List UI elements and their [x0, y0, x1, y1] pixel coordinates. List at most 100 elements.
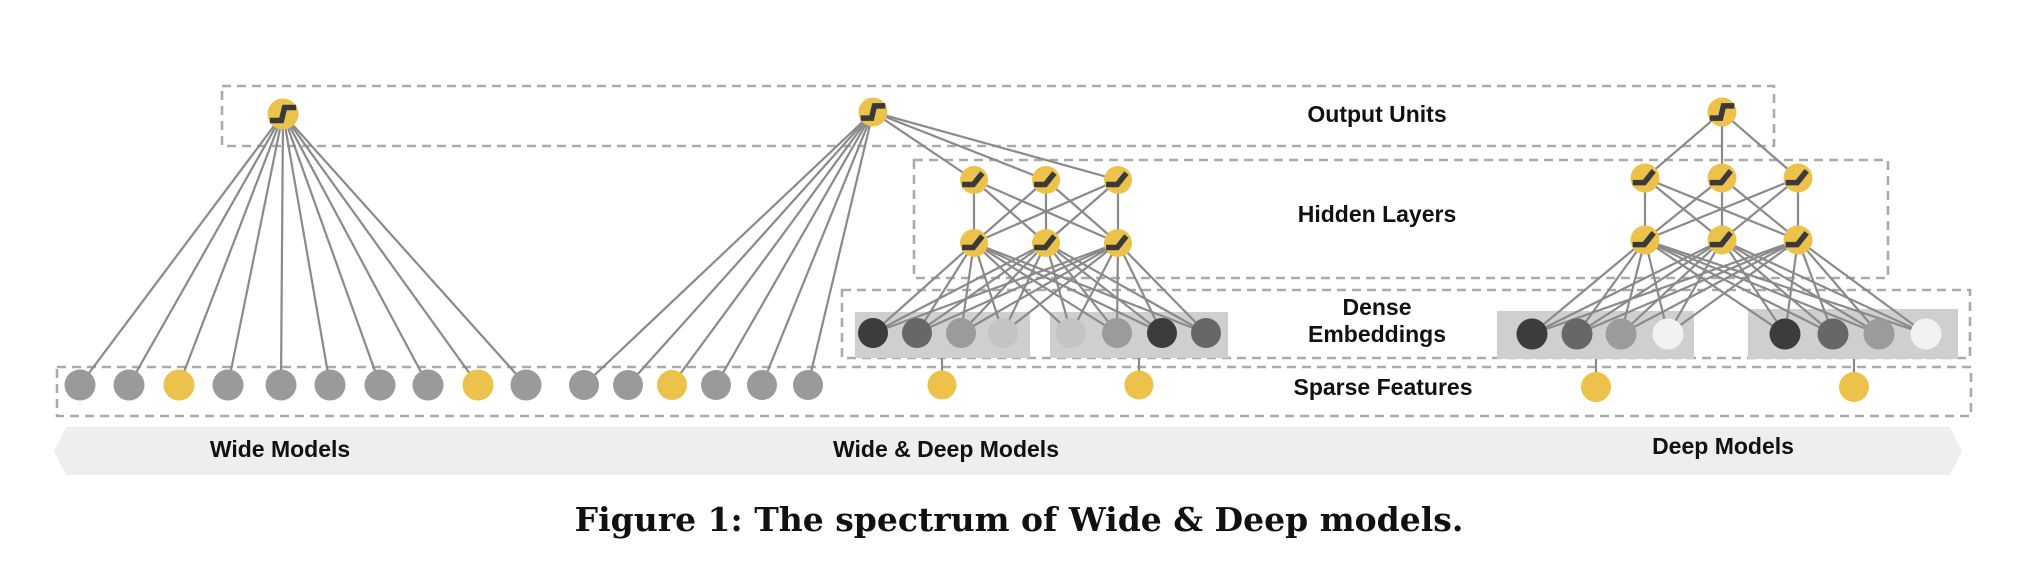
connection-line — [1045, 242, 1207, 334]
network-nodes — [64, 97, 1942, 402]
sparse-feature-node — [212, 369, 244, 401]
wide-models-label: Wide Models — [210, 436, 350, 462]
sparse-features-box — [55, 365, 1973, 418]
dense-embedding-node — [1863, 318, 1895, 350]
connection-line — [1797, 239, 1880, 335]
connection-line — [959, 242, 976, 334]
connection-line — [872, 111, 975, 181]
connection-line — [1002, 242, 1047, 334]
hidden-unit — [960, 166, 988, 194]
sparse-feature-node — [793, 370, 823, 400]
connection-line — [1620, 239, 1799, 335]
sigmoid-icon — [860, 103, 886, 121]
connection-line — [627, 111, 874, 386]
connection-lines — [79, 110, 1927, 387]
connection-line — [960, 242, 1119, 334]
sparse-feature-node — [314, 369, 346, 401]
sparse-feature-node — [657, 370, 687, 400]
relu-icon — [1632, 231, 1656, 248]
connection-line — [1797, 239, 1927, 335]
connection-line — [1721, 239, 1786, 335]
dense-embedding-node — [902, 318, 932, 348]
hidden-unit — [1707, 163, 1737, 193]
connection-line — [1045, 242, 1163, 334]
relu-icon — [962, 234, 985, 251]
connection-line — [1070, 242, 1119, 334]
output-units-box — [220, 84, 1776, 148]
relu-icon — [1106, 234, 1129, 251]
relu-icon — [1709, 231, 1733, 248]
dense-embeddings-label-line2: Embeddings — [1308, 321, 1446, 347]
connection-line — [1531, 239, 1723, 335]
sparse-feature-node — [927, 370, 957, 400]
sparse-feature-node — [747, 370, 777, 400]
connection-line — [1783, 239, 1800, 335]
connection-line — [226, 113, 285, 386]
connection-line — [973, 179, 1047, 244]
connection-line — [1644, 239, 1834, 335]
dense-embedding-node — [946, 318, 976, 348]
deep-models-label: Deep Models — [1652, 433, 1794, 459]
relu-icon — [1785, 231, 1809, 248]
output-unit — [858, 97, 888, 127]
connection-line — [1117, 242, 1163, 334]
connection-line — [1045, 242, 1118, 334]
dense-embedding-node — [858, 318, 888, 348]
connection-line — [1667, 239, 1723, 335]
spectrum-arrow-band — [54, 427, 1962, 475]
output-unit — [1707, 97, 1737, 127]
connection-line — [1044, 242, 1073, 334]
hidden-unit — [1630, 163, 1660, 193]
connection-line — [1644, 176, 1799, 242]
connection-line — [972, 242, 1005, 334]
hidden-unit — [1707, 225, 1737, 255]
connection-line — [281, 113, 332, 386]
connection-line — [760, 111, 875, 386]
output-units-label: Output Units — [1307, 101, 1446, 127]
dense-embedding-node — [1817, 318, 1849, 350]
connection-line — [1576, 238, 1799, 336]
connection-line — [279, 113, 285, 386]
connection-line — [806, 111, 875, 386]
sparse-feature-node — [113, 369, 145, 401]
connection-line — [973, 178, 1119, 245]
connection-line — [1644, 239, 1786, 335]
relu-icon — [1632, 169, 1656, 186]
relu-icon — [1034, 234, 1057, 251]
connection-line — [1115, 242, 1120, 334]
connection-line — [872, 110, 1047, 182]
sparse-feature-node — [1839, 372, 1869, 402]
dense-embedding-node — [1147, 318, 1177, 348]
connection-line — [715, 111, 874, 386]
connection-line — [671, 111, 874, 386]
connection-line — [1045, 179, 1119, 244]
connection-line — [1620, 239, 1723, 335]
sparse-feature-node — [64, 369, 96, 401]
connection-line — [282, 113, 429, 386]
relu-icon — [1709, 169, 1733, 186]
dense-embedding-node — [988, 318, 1018, 348]
hidden-unit — [1104, 166, 1132, 194]
dense-embedding-node — [1056, 318, 1086, 348]
dense-embedding-node — [1652, 318, 1684, 350]
relu-icon — [1785, 169, 1809, 186]
connection-line — [282, 113, 527, 386]
hidden-unit — [1104, 229, 1132, 257]
connection-line — [973, 242, 1163, 334]
connection-line — [281, 113, 382, 386]
sigmoid-icon — [1709, 103, 1735, 121]
connection-line — [1576, 239, 1723, 335]
hidden-unit — [1032, 229, 1060, 257]
connection-line — [1531, 238, 1799, 336]
sparse-feature-node — [163, 369, 195, 401]
hidden-unit — [1783, 163, 1813, 193]
hidden-layers-box — [912, 158, 1890, 280]
figure-caption: Figure 1: The spectrum of Wide & Deep mo… — [575, 500, 1464, 539]
dense-embedding-node — [1102, 318, 1132, 348]
hidden-unit — [960, 229, 988, 257]
connection-line — [1531, 239, 1646, 335]
connection-line — [872, 241, 1119, 335]
sparse-feature-node — [364, 369, 396, 401]
dense-embedding-node — [1516, 318, 1548, 350]
